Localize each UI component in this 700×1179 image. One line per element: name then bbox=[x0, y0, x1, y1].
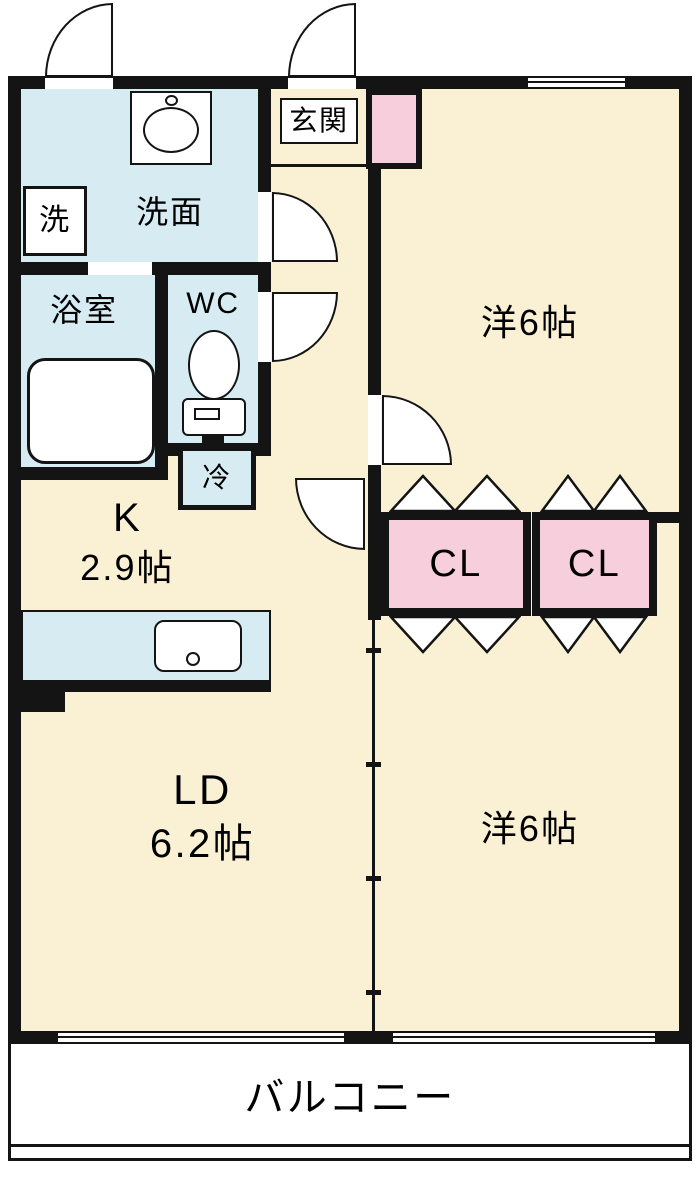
door-opening-bath bbox=[88, 262, 152, 275]
folding-door-icon bbox=[540, 474, 649, 512]
window-top bbox=[528, 76, 625, 89]
partition-line bbox=[372, 620, 375, 1031]
washer-box: 洗 bbox=[23, 186, 87, 256]
counter-base bbox=[63, 682, 271, 692]
threshold-line bbox=[288, 76, 356, 78]
window-line bbox=[390, 1031, 658, 1033]
balcony-rail-outer bbox=[8, 1158, 692, 1161]
toilet-base-icon bbox=[202, 436, 224, 443]
genkan-step-line bbox=[271, 164, 366, 167]
vanity-unit bbox=[130, 91, 212, 165]
faucet-icon bbox=[165, 95, 178, 106]
window-line bbox=[390, 1042, 658, 1044]
western-top-label: 洋6帖 bbox=[480, 302, 580, 343]
toilet-tank-icon bbox=[182, 398, 246, 436]
window-line bbox=[528, 76, 625, 78]
partition-tick bbox=[366, 990, 381, 995]
entry-cabinet bbox=[366, 89, 422, 169]
wall-washroom-right bbox=[258, 89, 271, 456]
wc-label: WC bbox=[186, 287, 240, 320]
wall-bath-wc bbox=[155, 275, 168, 467]
washroom-label: 洗面 bbox=[136, 194, 204, 230]
genkan-label-box: 玄関 bbox=[280, 98, 358, 144]
closet-left-box: CL bbox=[381, 512, 531, 616]
ld-size-label: 6.2帖 bbox=[149, 822, 256, 866]
stove-block bbox=[21, 682, 65, 712]
partition-tick bbox=[366, 648, 381, 653]
door-opening-wc bbox=[258, 292, 271, 362]
folding-door-icon bbox=[540, 616, 649, 654]
counter-sink-icon bbox=[154, 620, 242, 672]
window-line bbox=[528, 87, 625, 89]
closet-right-box: CL bbox=[532, 512, 657, 616]
door-opening-washroom bbox=[258, 192, 271, 262]
toilet-button-icon bbox=[194, 408, 220, 420]
kitchen-name-label: K bbox=[112, 496, 143, 540]
partition-tick bbox=[366, 876, 381, 881]
ld-name-label: LD bbox=[173, 766, 232, 813]
window-tick bbox=[655, 1031, 658, 1044]
washer-label: 洗 bbox=[39, 204, 71, 237]
window-line bbox=[55, 1031, 347, 1033]
counter-faucet-icon bbox=[186, 652, 200, 666]
threshold-line bbox=[45, 76, 113, 78]
partition-tick bbox=[366, 762, 381, 767]
door-arc-front-left bbox=[45, 3, 113, 77]
window-tick bbox=[344, 1031, 347, 1044]
sliding-window-ld bbox=[55, 1031, 347, 1044]
door-threshold-genkan bbox=[288, 76, 356, 89]
toilet-bowl-icon bbox=[188, 330, 240, 400]
wall-bath-bottom bbox=[21, 467, 168, 480]
balcony-rail-inner bbox=[8, 1144, 692, 1147]
kitchen-size-label: 2.9帖 bbox=[80, 547, 175, 588]
window-line bbox=[55, 1042, 347, 1044]
sink-basin-icon bbox=[143, 107, 199, 153]
balcony-rail-left bbox=[8, 1044, 11, 1160]
sliding-window-western-bottom bbox=[390, 1031, 658, 1044]
closet-left-label: CL bbox=[429, 543, 483, 585]
window-line bbox=[55, 1036, 347, 1038]
window-tick bbox=[55, 1031, 58, 1044]
folding-door-icon bbox=[389, 616, 521, 654]
wall-closet-stub bbox=[657, 512, 679, 523]
fridge-label: 冷 bbox=[202, 462, 232, 493]
door-opening-western-top bbox=[368, 395, 381, 465]
window-tick bbox=[390, 1031, 393, 1044]
closet-right-label: CL bbox=[567, 543, 622, 585]
balcony-rail-right bbox=[689, 1044, 692, 1160]
bathtub-icon bbox=[27, 358, 155, 464]
balcony-label: バルコニー bbox=[244, 1076, 456, 1120]
western-bottom-label: 洋6帖 bbox=[480, 808, 580, 849]
door-threshold-left bbox=[45, 76, 113, 89]
door-arc-genkan bbox=[288, 3, 356, 77]
wall-main-divider bbox=[368, 89, 381, 620]
window-line bbox=[528, 81, 625, 83]
folding-door-icon bbox=[389, 474, 521, 512]
genkan-label: 玄関 bbox=[289, 105, 349, 136]
bath-label: 浴室 bbox=[50, 292, 118, 328]
window-line bbox=[390, 1036, 658, 1038]
fridge-box: 冷 bbox=[178, 446, 256, 510]
